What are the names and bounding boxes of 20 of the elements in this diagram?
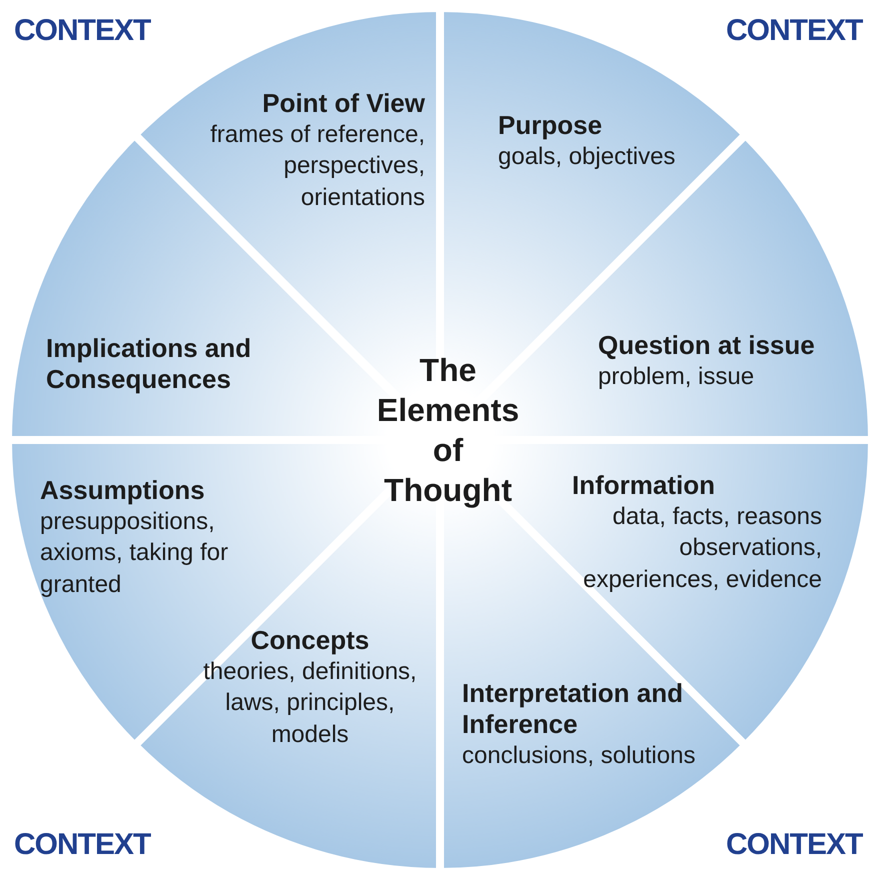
segment-heading: Purpose <box>498 110 604 142</box>
segment-heading: Concepts <box>250 625 370 656</box>
segment-description: conclusions, solutions <box>462 741 696 772</box>
context-label: CONTEXT <box>726 14 862 48</box>
context-label: CONTEXT <box>726 828 862 862</box>
segment-heading: Interpretation and Inference <box>462 678 684 740</box>
segment-description: theories, definitions, laws, principles, models <box>202 657 418 750</box>
segment-heading: Assumptions <box>40 475 206 506</box>
context-label: CONTEXT <box>14 14 150 48</box>
segment-description: goals, objectives <box>498 142 676 172</box>
segment-heading: Question at issue <box>598 330 816 362</box>
segment-heading: Point of View <box>261 88 425 120</box>
segment-heading: Implications and Consequences <box>46 333 252 396</box>
segment-description: presuppositions, axioms, taking for granted <box>40 507 230 600</box>
segment-description: problem, issue <box>598 362 756 392</box>
segment-description: frames of reference, perspectives, orientations <box>209 120 425 213</box>
context-label: CONTEXT <box>14 828 150 862</box>
center-title: The Elements of Thought <box>376 351 520 510</box>
segment-description: data, facts, reasons observations, experiences, evidence <box>582 502 822 595</box>
segment-heading: Information <box>572 470 716 502</box>
